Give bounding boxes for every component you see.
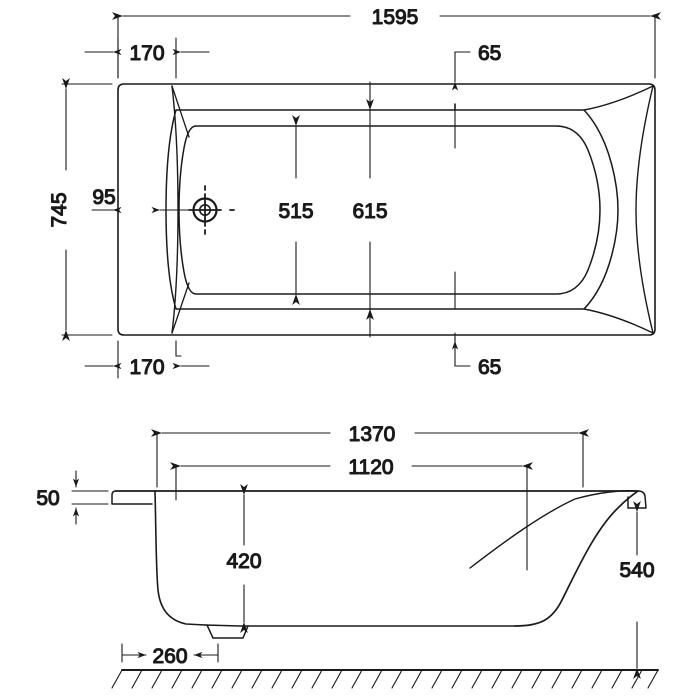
dim-1370: [151, 429, 589, 488]
dim-label-745: 745: [48, 192, 71, 227]
dim-label-420: 420: [226, 550, 261, 573]
dim-label-540: 540: [619, 559, 654, 582]
plan-view-outline: [117, 83, 656, 336]
dim-label-50: 50: [36, 487, 59, 510]
dim-260: [121, 643, 219, 663]
drain-symbol: [188, 185, 235, 235]
dim-label-95: 95: [92, 186, 115, 209]
dim-label-1370: 1370: [349, 423, 396, 446]
dim-1120: [170, 462, 533, 571]
dim-170-top: [84, 37, 210, 79]
dim-65-top: [451, 51, 471, 91]
plan-inner-bowl: [178, 125, 601, 295]
dim-label-65-bottom: 65: [478, 356, 501, 379]
dim-label-1595: 1595: [372, 6, 419, 29]
dim-label-65-top: 65: [478, 42, 501, 65]
dim-label-515: 515: [278, 200, 313, 223]
dim-label-260: 260: [152, 645, 187, 668]
dim-label-170-bottom: 170: [129, 356, 164, 379]
dim-65-bottom: [451, 332, 471, 367]
dim-170-bottom: [84, 340, 210, 379]
dim-label-615: 615: [352, 200, 387, 223]
dim-label-170-top: 170: [129, 42, 164, 65]
dim-label-1120: 1120: [348, 456, 393, 479]
dim-50: [71, 470, 109, 525]
elevation-tub-profile: [111, 490, 647, 639]
plan-right-taper-lines: [583, 85, 654, 334]
ground-line: [111, 669, 659, 689]
dim-745: [61, 78, 113, 341]
